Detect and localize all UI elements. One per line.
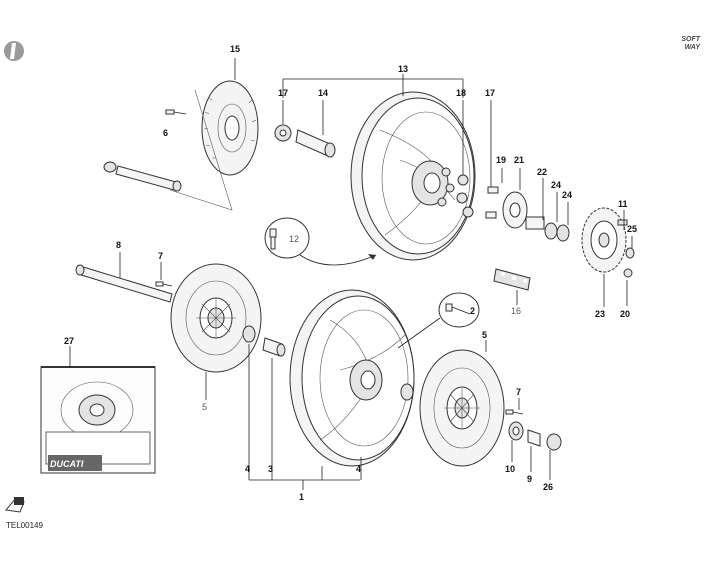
callout-14: 14 <box>318 88 328 98</box>
callout-21: 21 <box>514 155 524 165</box>
callout-25: 25 <box>627 224 637 234</box>
callout-10: 10 <box>505 464 515 474</box>
callout-26: 26 <box>543 482 553 492</box>
callout-1: 1 <box>299 492 304 502</box>
callout-2: 2 <box>470 306 475 316</box>
callout-18: 18 <box>456 88 466 98</box>
callout-20: 20 <box>620 309 630 319</box>
callout-7b: 7 <box>516 387 521 397</box>
callout-15: 15 <box>230 44 240 54</box>
front-wheel <box>289 289 415 467</box>
section-marker-icon <box>4 41 24 61</box>
callout-labels: 15 6 13 17 14 18 17 19 21 22 24 24 11 25… <box>50 44 637 502</box>
callout-12: 12 <box>289 234 299 244</box>
rear-spindle <box>103 161 182 192</box>
ducati-badge: DUCATI <box>50 459 84 469</box>
software-logo: SOFT WAY <box>681 36 700 51</box>
front-brake-disc-right <box>419 349 505 467</box>
callout-6: 6 <box>163 128 168 138</box>
front-bearing-left <box>242 325 256 343</box>
callout-8: 8 <box>116 240 121 250</box>
callout-17b: 17 <box>485 88 495 98</box>
front-disc-screw <box>155 281 173 287</box>
callout-5b: 5 <box>482 330 487 340</box>
callout-11: 11 <box>618 199 628 209</box>
rear-bearing-left <box>274 124 292 142</box>
callout-16: 16 <box>511 306 521 316</box>
inset-panel-27 <box>40 366 156 474</box>
disc-screw <box>165 109 187 115</box>
sprocket-nut <box>617 219 635 278</box>
rear-wheel <box>350 91 476 261</box>
front-brake-disc-left <box>170 263 262 373</box>
drawing-code: TEL00149 <box>6 521 43 530</box>
detail-callout-12 <box>264 217 377 266</box>
wrench-icon <box>5 497 25 513</box>
callout-24b: 24 <box>562 190 572 200</box>
callout-17a: 17 <box>278 88 288 98</box>
rear-spacer <box>295 129 336 158</box>
front-spacer <box>262 337 286 357</box>
rear-brake-disc <box>201 80 259 176</box>
callout-23: 23 <box>595 309 605 319</box>
callout-27: 27 <box>64 336 74 346</box>
callout-4a: 4 <box>245 464 250 474</box>
chain-link <box>493 268 531 291</box>
callout-5a: 5 <box>202 402 207 412</box>
callout-13: 13 <box>398 64 408 74</box>
callout-9: 9 <box>527 474 532 484</box>
callout-19: 19 <box>496 155 506 165</box>
rear-sprocket <box>581 207 627 273</box>
callout-7a: 7 <box>158 251 163 261</box>
cush-drive-parts <box>485 186 570 242</box>
callout-24a: 24 <box>551 180 561 190</box>
detail-callout-2 <box>397 292 480 349</box>
front-spindle <box>75 264 173 303</box>
front-bearing-right <box>400 383 414 401</box>
disc-bolt-set <box>505 409 562 451</box>
callout-3: 3 <box>268 464 273 474</box>
callout-22: 22 <box>537 167 547 177</box>
callout-4b: 4 <box>356 464 361 474</box>
